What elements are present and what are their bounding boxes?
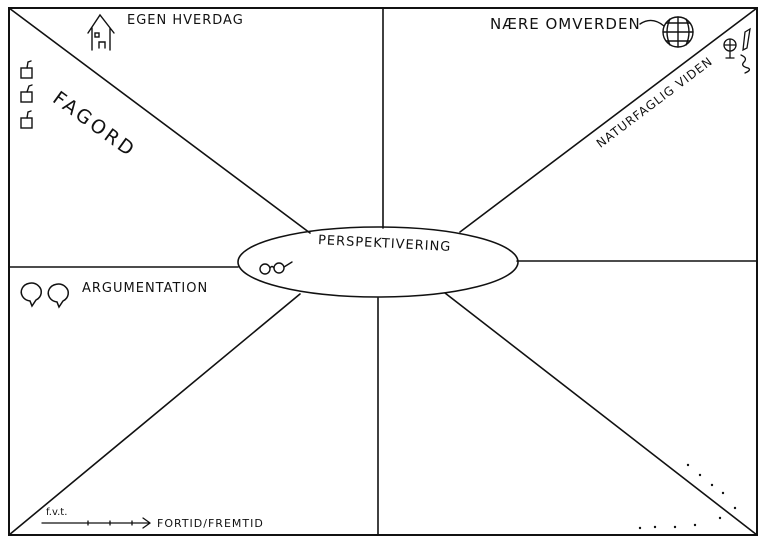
glasses-icon <box>259 261 293 275</box>
divider-top-right <box>459 7 758 233</box>
decorative-dots <box>638 463 737 530</box>
globe-icon <box>639 16 694 48</box>
argumentation-label: ARGUMENTATION <box>82 281 209 296</box>
divider-bottom-left <box>8 293 301 536</box>
timeline-label: FORTID/FREMTID <box>157 517 264 530</box>
egen-hverdag-label: EGEN HVERDAG <box>127 13 244 28</box>
house-icon <box>87 13 115 51</box>
divider-top-left <box>8 7 311 234</box>
checkbox-icon <box>20 60 33 129</box>
center-ellipse <box>237 226 519 298</box>
timeline-prefix: f.v.t. <box>46 507 68 518</box>
science-icon <box>723 27 751 74</box>
naere-omverden-label: NÆRE OMVERDEN <box>490 15 641 33</box>
arrow-right-icon <box>41 517 152 529</box>
speech-bubble-icon <box>20 282 70 309</box>
divider-bottom-right <box>444 292 758 536</box>
